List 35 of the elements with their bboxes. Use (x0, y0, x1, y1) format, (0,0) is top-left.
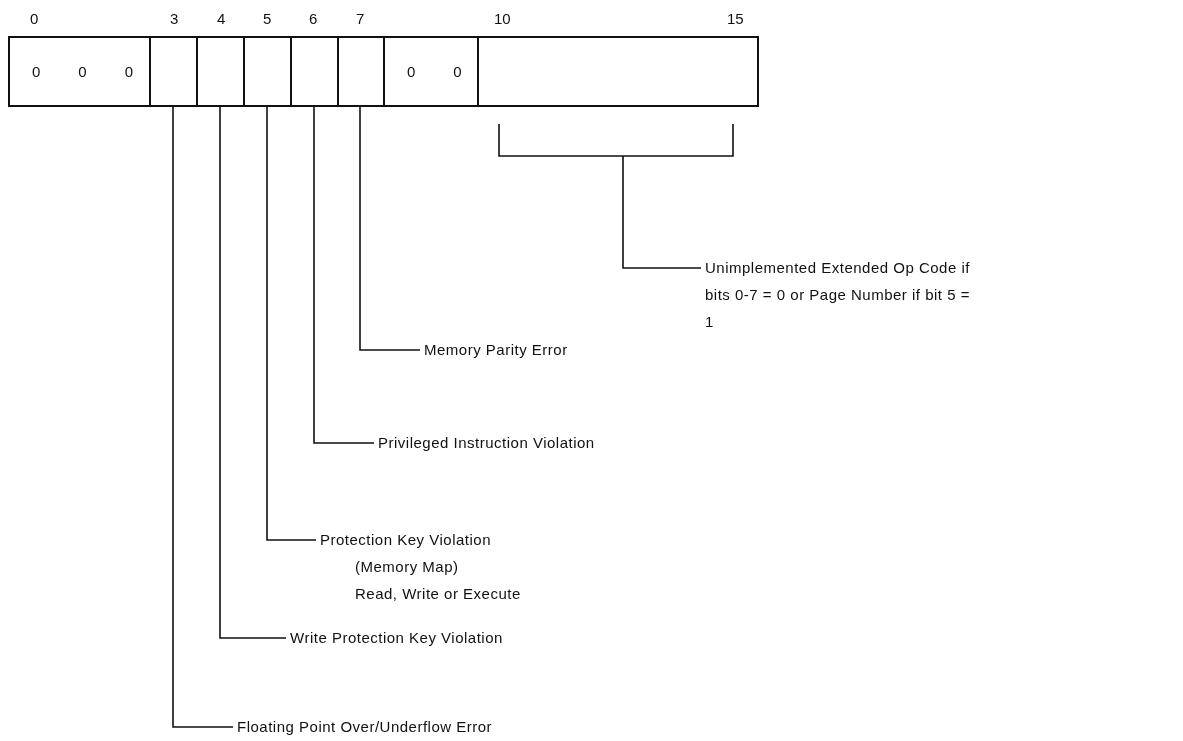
bit-number: 5 (263, 10, 272, 27)
register-cell (477, 36, 759, 107)
bit-number: 15 (727, 10, 744, 27)
leader-line (266, 106, 317, 541)
field-description: Privileged Instruction Violation (378, 433, 595, 453)
bit-number: 10 (494, 10, 511, 27)
field-description: Write Protection Key Violation (290, 628, 503, 648)
leader-line (359, 106, 421, 351)
register-cell (196, 36, 245, 107)
field-description: Protection Key Violation (320, 530, 492, 550)
bracket-leader-line (498, 123, 734, 269)
bit-number: 7 (356, 10, 365, 27)
register-cell (383, 36, 479, 107)
bit-value: 0 (453, 63, 462, 80)
field-description: Floating Point Over/Underflow Error (237, 717, 493, 737)
bit-number: 3 (170, 10, 179, 27)
register-cell (243, 36, 292, 107)
description-text: Read, Write or Execute (355, 584, 521, 604)
bit-value: 0 (78, 63, 87, 80)
register-cell (149, 36, 198, 107)
description-text: (Memory Map) (355, 557, 460, 577)
register-cell (337, 36, 385, 107)
register-cell (290, 36, 339, 107)
bit-number: 6 (309, 10, 318, 27)
leader-line (219, 106, 287, 639)
bit-value: 0 (124, 63, 134, 80)
bit-value: 0 (407, 63, 416, 80)
bit-number: 4 (217, 10, 226, 27)
field-description: Memory Parity Error (424, 340, 568, 360)
register-cell (8, 36, 151, 107)
bit-value: 0 (32, 63, 41, 80)
bit-number: 0 (30, 10, 39, 27)
field-description: Unimplemented Extended Op Code if bits 0-7 = 0 or Page Number if bit 5 = 1 (705, 258, 971, 332)
leader-line (172, 106, 234, 728)
leader-line (313, 106, 375, 444)
